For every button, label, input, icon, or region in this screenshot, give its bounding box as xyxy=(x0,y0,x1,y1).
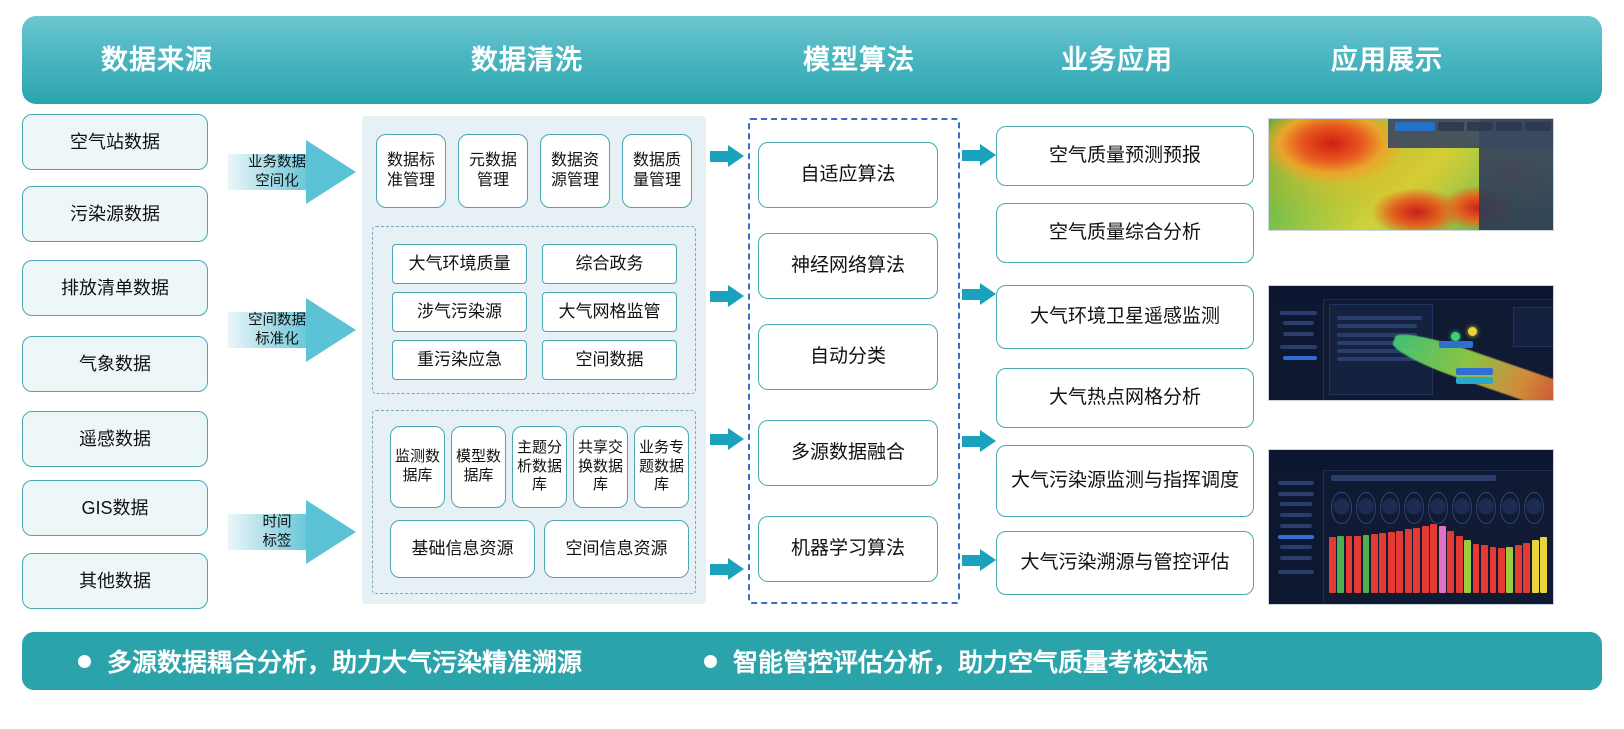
flow-arrow-label: 空间数据 标准化 xyxy=(234,311,320,348)
source-box-other[interactable]: 其他数据 xyxy=(22,553,208,609)
model-box-machine-learning-algorithm[interactable]: 机器学习算法 xyxy=(758,516,938,582)
model-algorithm-frame xyxy=(748,118,960,604)
source-box-meteorological[interactable]: 气象数据 xyxy=(22,336,208,392)
clean-box-shared-exchange-database[interactable]: 共享交换数据库 xyxy=(573,426,628,508)
map-pin-source xyxy=(1450,331,1460,341)
clean-box-data-standard-management[interactable]: 数据标准管理 xyxy=(376,134,446,208)
business-box-hotspot-grid-analysis[interactable]: 大气热点网格分析 xyxy=(996,368,1254,428)
clean-box-thematic-analysis-database[interactable]: 主题分析数据库 xyxy=(512,426,567,508)
arrow-tail xyxy=(228,154,314,190)
clean-box-atmospheric-grid-supervision[interactable]: 大气网格监管 xyxy=(542,292,677,332)
source-box-gis[interactable]: GIS数据 xyxy=(22,480,208,536)
bar-chart-dashboard-image xyxy=(1269,450,1553,604)
dashboard-sidebar xyxy=(1269,298,1324,400)
banner-item-1-label: 多源数据耦合分析，助力大气污染精准溯源 xyxy=(107,649,583,677)
business-box-air-quality-analysis[interactable]: 空气质量综合分析 xyxy=(996,203,1254,263)
wind-rose-dials xyxy=(1331,491,1545,525)
header-column-business-application: 业务应用 xyxy=(1061,45,1173,75)
header-column-data-source: 数据来源 xyxy=(101,45,213,75)
flow-arrow-spatial-standardization: 空间数据 标准化 xyxy=(228,298,356,362)
clean-box-heavy-pollution-emergency[interactable]: 重污染应急 xyxy=(392,340,527,380)
flow-arrow-time-tag: 时间 标签 xyxy=(228,500,356,564)
model-box-multi-source-data-fusion[interactable]: 多源数据融合 xyxy=(758,420,938,486)
flow-arrow-label-line2: 空间化 xyxy=(255,173,299,189)
bullet-dot-icon xyxy=(704,654,718,668)
source-box-emission-inventory[interactable]: 排放清单数据 xyxy=(22,260,208,316)
source-box-pollution-source[interactable]: 污染源数据 xyxy=(22,186,208,242)
header-column-application-showcase: 应用展示 xyxy=(1331,45,1443,75)
dashboard-topbar xyxy=(1269,286,1553,300)
clean-box-atmospheric-quality[interactable]: 大气环境质量 xyxy=(392,244,527,284)
connector-arrow-model-to-business-3 xyxy=(962,430,996,452)
header-column-model-algorithm: 模型算法 xyxy=(803,45,915,75)
showcase-pollution-bar-chart-dashboard[interactable] xyxy=(1268,449,1554,605)
connector-arrow-model-to-business-1 xyxy=(962,144,996,166)
model-box-neural-network-algorithm[interactable]: 神经网络算法 xyxy=(758,233,938,299)
clean-box-spatial-information-resource[interactable]: 空间信息资源 xyxy=(544,520,689,578)
model-box-automatic-classification[interactable]: 自动分类 xyxy=(758,324,938,390)
clean-box-comprehensive-affairs[interactable]: 综合政务 xyxy=(542,244,677,284)
satellite-dashboard-image xyxy=(1269,286,1553,400)
aqi-bar-series xyxy=(1328,513,1548,594)
flow-arrow-business-spatialization: 业务数据 空间化 xyxy=(228,140,356,204)
flow-arrow-label-line1: 空间数据 xyxy=(248,312,306,329)
flow-arrow-label: 业务数据 空间化 xyxy=(234,153,320,190)
map-toolbar xyxy=(1347,122,1551,131)
clean-box-basic-information-resource[interactable]: 基础信息资源 xyxy=(390,520,535,578)
connector-arrow-clean-to-model-1 xyxy=(710,145,744,167)
bottom-banner: 多源数据耦合分析，助力大气污染精准溯源 智能管控评估分析，助力空气质量考核达标 xyxy=(22,632,1602,690)
toolbar-chip-active xyxy=(1395,122,1435,131)
toolbar-chip xyxy=(1496,122,1522,131)
source-box-remote-sensing[interactable]: 遥感数据 xyxy=(22,411,208,467)
arrow-tail xyxy=(228,514,314,550)
connector-arrow-clean-to-model-3 xyxy=(710,428,744,450)
clean-box-data-resource-management[interactable]: 数据资源管理 xyxy=(540,134,610,208)
showcase-air-quality-heatmap-map[interactable] xyxy=(1268,118,1554,231)
banner-item-1: 多源数据耦合分析，助力大气污染精准溯源 xyxy=(78,643,582,679)
heatmap-image xyxy=(1269,119,1553,230)
clean-box-metadata-management[interactable]: 元数据管理 xyxy=(458,134,528,208)
clean-box-gas-pollution-source[interactable]: 涉气污染源 xyxy=(392,292,527,332)
arrow-head xyxy=(306,500,356,564)
model-box-adaptive-algorithm[interactable]: 自适应算法 xyxy=(758,142,938,208)
flow-arrow-label-line1: 业务数据 xyxy=(248,154,306,171)
header-bar: 数据来源 数据清洗 模型算法 业务应用 应用展示 xyxy=(22,16,1602,104)
clean-box-data-quality-management[interactable]: 数据质量管理 xyxy=(622,134,692,208)
toolbar-chip xyxy=(1525,122,1551,131)
business-box-satellite-remote-monitoring[interactable]: 大气环境卫星遥感监测 xyxy=(996,285,1254,349)
flow-arrow-label-line1: 时间 xyxy=(262,514,292,531)
connector-arrow-clean-to-model-4 xyxy=(710,558,744,580)
flow-arrow-label-line2: 标签 xyxy=(262,533,292,549)
business-box-air-quality-forecast[interactable]: 空气质量预测预报 xyxy=(996,126,1254,186)
arrow-tail xyxy=(228,312,314,348)
clean-box-monitoring-database[interactable]: 监测数据库 xyxy=(390,426,445,508)
flow-arrow-label: 时间 标签 xyxy=(234,513,320,550)
toolbar-chip xyxy=(1467,122,1493,131)
showcase-satellite-remote-sensing-dashboard[interactable] xyxy=(1268,285,1554,401)
business-box-pollution-monitoring-dispatch[interactable]: 大气污染源监测与指挥调度 xyxy=(996,445,1254,517)
arrow-head xyxy=(306,140,356,204)
business-box-pollution-traceability[interactable]: 大气污染溯源与管控评估 xyxy=(996,531,1254,595)
header-column-data-cleaning: 数据清洗 xyxy=(471,45,583,75)
data-cleaning-panel: 数据标准管理 元数据管理 数据资源管理 数据质量管理 大气环境质量 综合政务 涉… xyxy=(362,116,706,604)
flow-arrow-label-line2: 标准化 xyxy=(255,331,299,347)
map-pin-target xyxy=(1467,327,1477,337)
clean-box-model-database[interactable]: 模型数据库 xyxy=(451,426,506,508)
database-group-frame xyxy=(372,410,696,594)
theme-group-frame xyxy=(372,226,696,394)
bullet-dot-icon xyxy=(78,654,91,668)
connector-arrow-clean-to-model-2 xyxy=(710,285,744,307)
banner-item-2: 智能管控评估分析，助力空气质量考核达标 xyxy=(704,643,1208,679)
toolbar-chip xyxy=(1438,122,1464,131)
connector-arrow-model-to-business-4 xyxy=(962,549,996,571)
connector-arrow-model-to-business-2 xyxy=(962,283,996,305)
source-box-air-station[interactable]: 空气站数据 xyxy=(22,114,208,170)
clean-box-spatial-data[interactable]: 空间数据 xyxy=(542,340,677,380)
banner-item-2-label: 智能管控评估分析，助力空气质量考核达标 xyxy=(733,649,1209,677)
arrow-head xyxy=(306,298,356,362)
clean-box-business-thematic-database[interactable]: 业务专题数据库 xyxy=(634,426,689,508)
